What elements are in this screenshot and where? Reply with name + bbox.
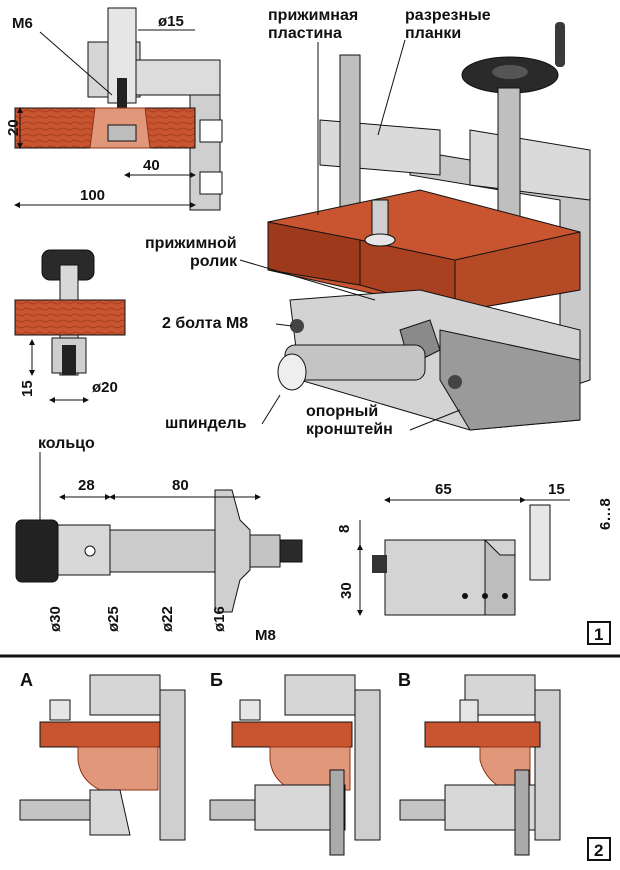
callouts: прижимная пластина разрезные планки приж… [145,7,491,438]
dim-d16: ø16 [211,606,228,632]
dim-w100: 100 [80,187,105,204]
label-clamp-roller-2: ролик [190,253,238,270]
bracket-drawing: 65 15 6…8 8 30 [336,481,614,616]
bolt-m8-right [448,375,462,389]
variant-c: В [398,670,561,856]
dim-l28: 28 [78,477,95,494]
dim-h30: 30 [338,582,355,599]
dim-w15: 15 [548,481,565,498]
nut-m8 [279,539,303,563]
m6-screw [117,78,127,123]
variant-a-label: А [20,670,33,690]
dim-h15: 15 [19,380,36,397]
variant-b-label: Б [210,670,223,690]
main-assembly [267,22,591,431]
section-detail-roller: 15 ø20 [14,249,126,403]
slotted-bar-right [469,129,591,201]
bolt-m8-left [290,319,304,333]
label-bracket-1: опорный [306,403,378,420]
label-slotted-bars-2: планки [405,25,461,42]
dim-w40: 40 [143,157,160,174]
figure-2-number: 2 [594,841,603,860]
section-detail-clamp: М6 ø15 20 40 100 [5,7,223,211]
wood-board-roller [14,299,126,336]
dim-h8: 8 [336,525,353,533]
variant-c-label: В [398,670,411,690]
post-left [339,54,361,226]
dim-l80: 80 [172,477,189,494]
spindle-drawing: кольцо 28 80 ø30 ø25 ø22 ø16 М8 [15,435,303,644]
ring [15,519,59,583]
dim-m8: М8 [255,627,276,644]
variant-c-board [424,721,541,748]
figure-2-badge: 2 [587,837,611,861]
label-clamp-plate-2: пластина [268,25,342,42]
dim-d30: ø30 [47,606,64,632]
dim-d25: ø25 [105,606,122,632]
dim-m6: М6 [12,15,33,32]
variant-a: А [19,670,186,841]
variant-b: Б [209,670,381,856]
figure-1-number: 1 [594,625,603,644]
label-ring: кольцо [38,435,95,452]
variant-b-board [231,721,353,748]
dim-h20: 20 [5,119,22,136]
label-clamp-plate-1: прижимная [268,7,358,24]
label-bracket-2: кронштейн [306,421,393,438]
variant-a-board [39,721,161,748]
label-bolts: 2 болта М8 [162,315,248,332]
handwheel-handle [555,22,565,67]
dim-d15: ø15 [158,13,184,30]
cutter-profile [214,489,251,613]
label-slotted-bars-1: разрезные [405,7,491,24]
dim-r6-8: 6…8 [597,498,614,530]
label-spindle: шпиндель [165,415,247,432]
label-clamp-roller-1: прижимной [145,235,237,252]
figure-1-badge: 1 [587,621,611,645]
dim-w65: 65 [435,481,452,498]
dim-d22: ø22 [159,606,176,632]
dim-d20: ø20 [92,379,118,396]
